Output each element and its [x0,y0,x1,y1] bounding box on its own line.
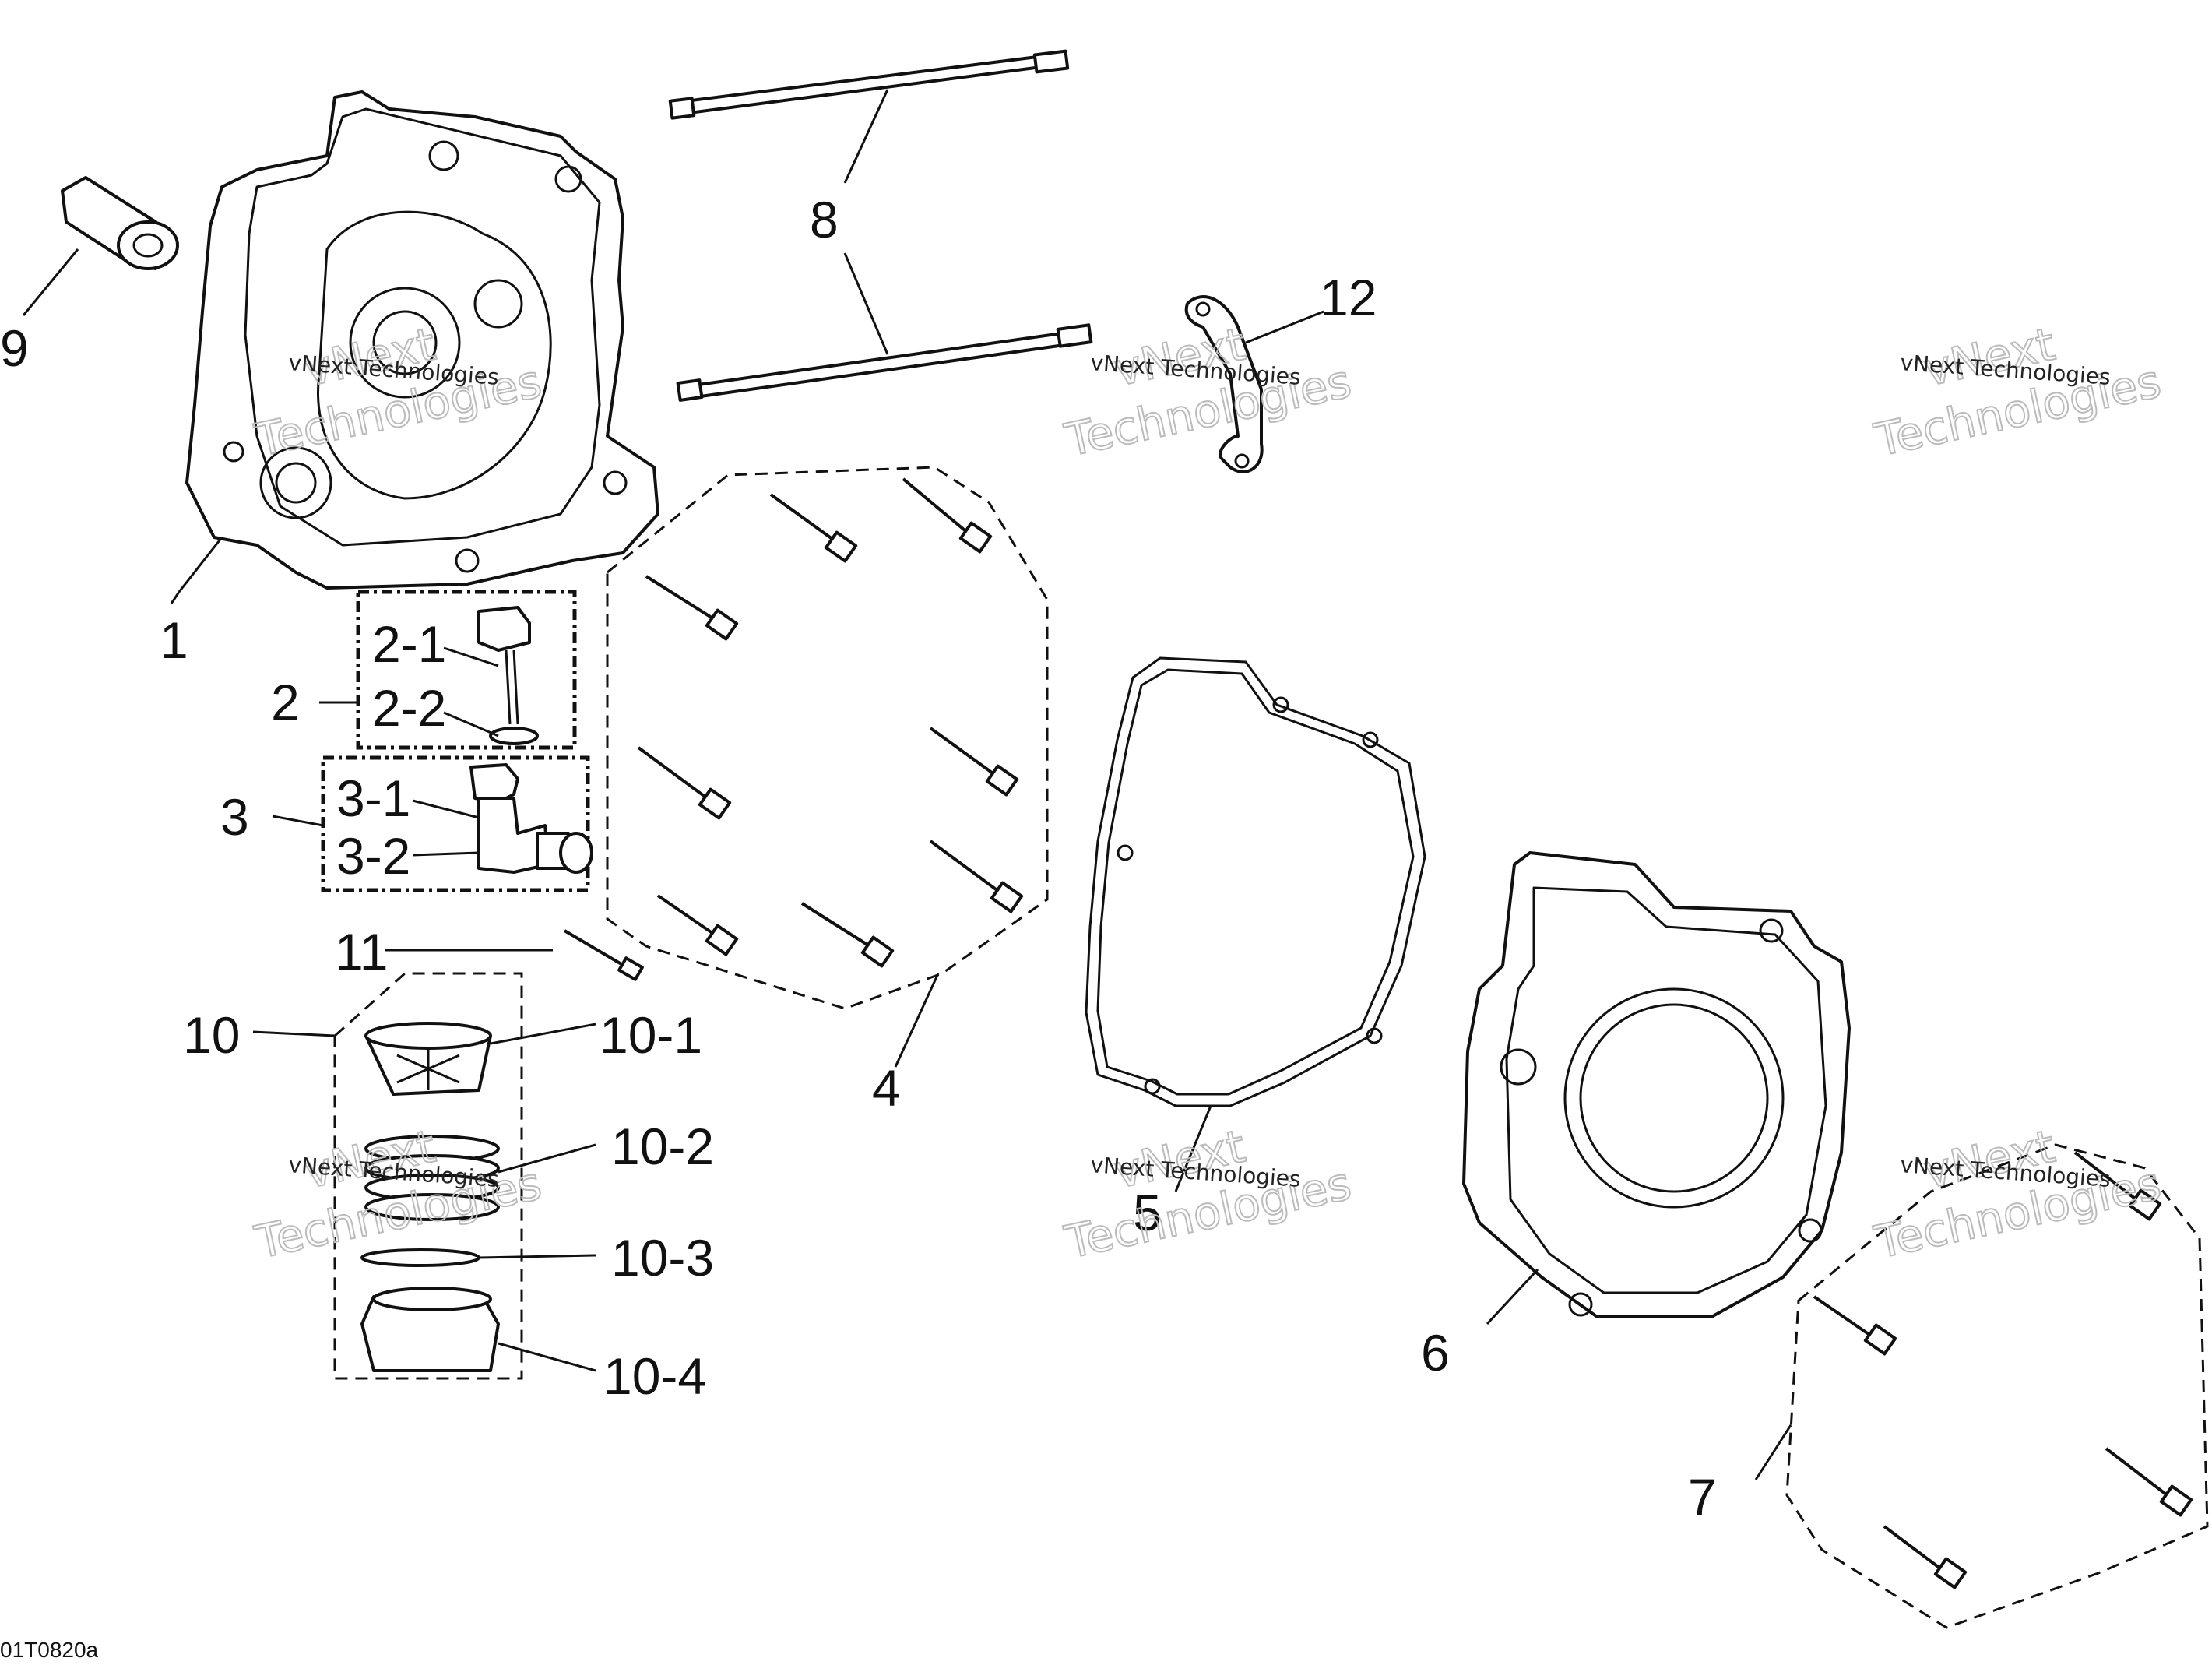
part-5-gasket [1085,656,1426,1192]
part-10-group [252,972,596,1380]
part-11-bolt [385,929,644,981]
callout-10: 10 [183,1006,240,1064]
spring [364,1135,500,1221]
bolt [637,746,732,820]
callout-4: 4 [872,1059,901,1117]
part-9-sleeve [22,176,179,316]
callout-10-1: 10-1 [600,1006,702,1064]
part-3-group [272,755,593,892]
part-1-crankcase [170,90,659,604]
callout-2: 2 [271,674,300,731]
bolt [800,902,895,968]
callout-8: 8 [810,191,839,248]
callout-10-2: 10-2 [611,1118,714,1175]
callout-5: 5 [1133,1184,1162,1241]
part-12-bracket [1184,295,1324,473]
callout-2-2: 2-2 [372,679,446,737]
bolt [645,575,739,641]
callout-2-1: 2-1 [372,615,446,673]
bolt [2105,1447,2193,1517]
callout-7: 7 [1688,1468,1717,1526]
part-6-cover [1462,851,1851,1325]
part-2-group [319,590,577,750]
callout-3-2: 3-2 [336,827,410,885]
bolt [656,894,739,956]
callout-1: 1 [160,611,188,669]
bolt [929,840,1024,913]
bolt [929,727,1019,797]
callout-11: 11 [335,923,389,980]
bolt [2073,1151,2162,1221]
bolt [769,493,858,563]
callout-10-4: 10-4 [603,1347,706,1405]
callout-10-3: 10-3 [611,1229,714,1287]
part-4-bolt-set [606,466,1049,1068]
bolt [902,477,993,554]
figure-code: 01T0820a [0,1638,99,1662]
part-8-rods [668,49,1093,402]
part-7-bolt-set [1754,1143,2209,1629]
callout-9: 9 [0,319,29,377]
callout-12: 12 [1320,269,1377,326]
callouts: 1 2 2-1 2-2 3 3-1 3-2 4 5 6 7 8 9 10 10-… [0,191,1717,1526]
callout-6: 6 [1421,1324,1450,1382]
bolt [1883,1525,1968,1589]
callout-3: 3 [220,788,249,846]
callout-3-1: 3-1 [336,769,410,827]
bolt [1813,1295,1897,1356]
